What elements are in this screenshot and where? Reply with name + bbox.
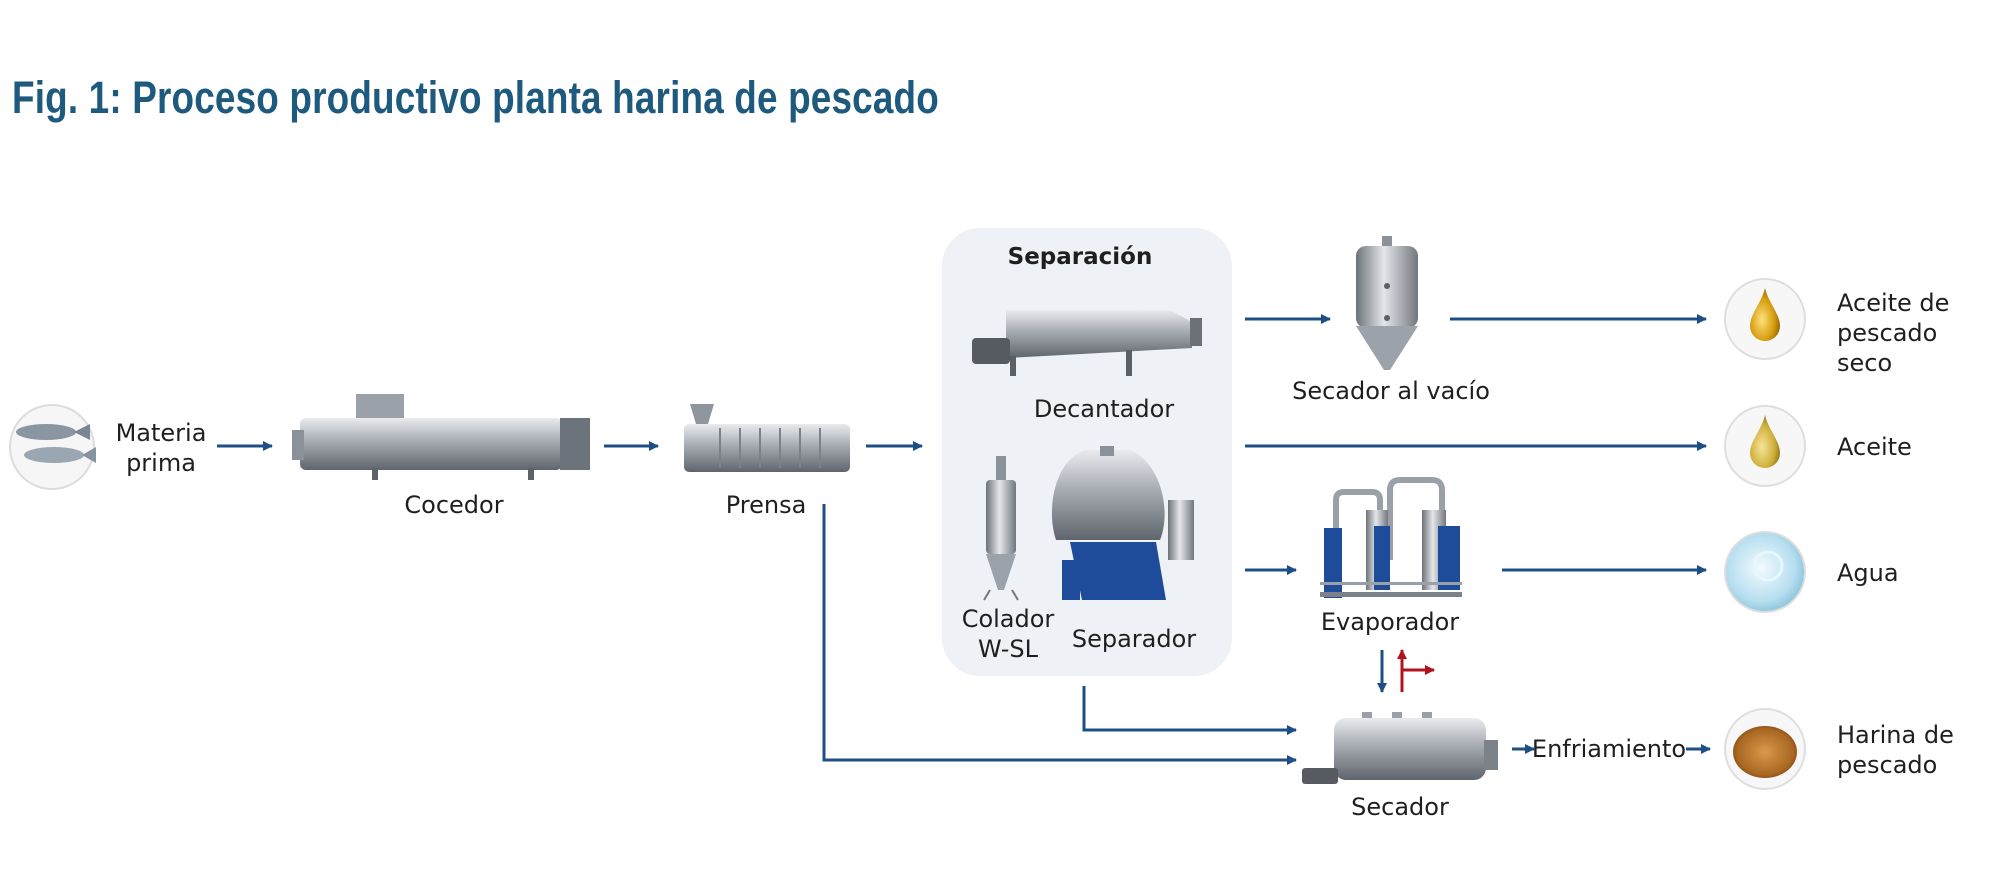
label-materia-prima: Materia prima bbox=[115, 419, 207, 477]
arrow-prensa-to-secador bbox=[822, 504, 1297, 765]
label-aceite-seco: Aceite de pescado seco bbox=[1837, 289, 1950, 377]
label-decantador: Decantador bbox=[1033, 395, 1175, 423]
decanter-machine bbox=[972, 310, 1202, 376]
label-separacion: Separación bbox=[1007, 244, 1153, 270]
label-enfriamiento: Enfriamiento bbox=[1531, 735, 1687, 763]
label-cocedor: Cocedor bbox=[404, 491, 504, 519]
vacuum-dryer-machine bbox=[1356, 236, 1418, 370]
label-aceite: Aceite bbox=[1837, 433, 1912, 461]
arrow-separacion-to-secador bbox=[1082, 686, 1297, 735]
separator-machine bbox=[1051, 446, 1194, 600]
water-icon bbox=[1724, 531, 1806, 613]
flow-arrows bbox=[217, 314, 1711, 765]
dryer-machine bbox=[1302, 712, 1498, 784]
figure-title: Fig. 1: Proceso productivo planta harina… bbox=[12, 72, 939, 123]
press-machine bbox=[684, 404, 850, 472]
evaporator-machine bbox=[1320, 477, 1462, 598]
label-colador: Colador W-SL bbox=[961, 605, 1055, 663]
dry-fish-oil-icon bbox=[1724, 278, 1806, 360]
label-agua: Agua bbox=[1837, 559, 1899, 587]
label-secador-vacio: Secador al vacío bbox=[1292, 377, 1490, 405]
oil-icon bbox=[1724, 405, 1806, 487]
label-evaporador: Evaporador bbox=[1320, 608, 1460, 636]
label-separador: Separador bbox=[1071, 625, 1197, 653]
return-arrow bbox=[1397, 649, 1435, 692]
label-secador: Secador bbox=[1351, 793, 1449, 821]
fish-icon bbox=[9, 404, 96, 490]
fish-meal-icon bbox=[1724, 708, 1806, 790]
label-prensa: Prensa bbox=[725, 491, 807, 519]
strainer-machine bbox=[983, 456, 1019, 601]
cooker-machine bbox=[292, 394, 590, 480]
label-harina: Harina de pescado bbox=[1837, 721, 1954, 779]
